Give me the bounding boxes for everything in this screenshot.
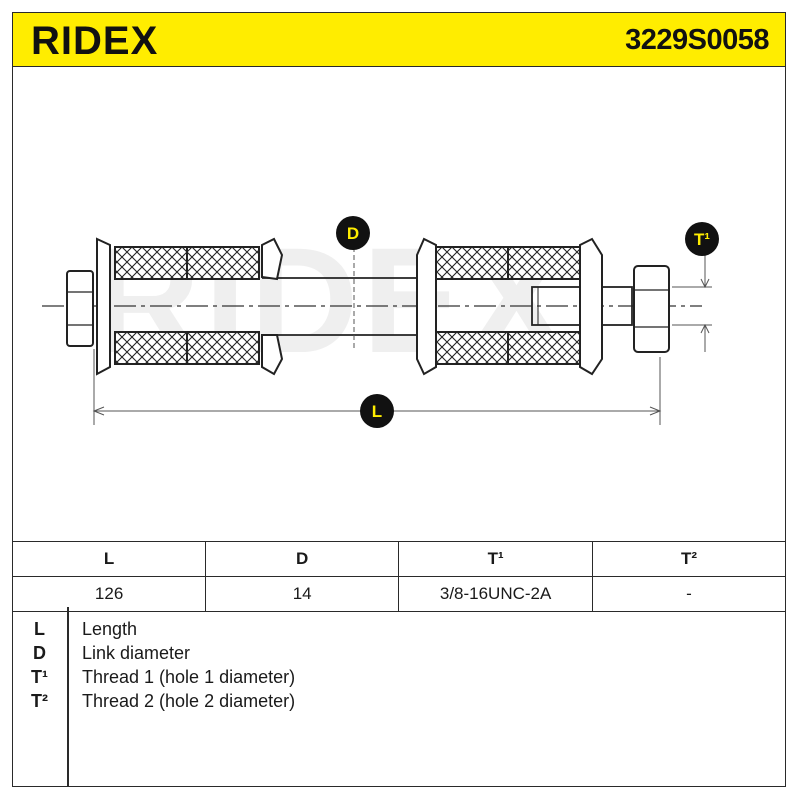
legend-description: Thread 1 (hole 1 diameter) (82, 667, 296, 687)
legend-item: L Length (12, 619, 786, 643)
legend-symbol: T¹ (31, 667, 48, 687)
spec-table: L D T¹ T² 126 14 3/8-16UNC-2A - (11, 541, 786, 612)
legend-symbol: T² (31, 691, 48, 711)
left-hex-head (66, 270, 94, 347)
legend-description: Length (82, 619, 138, 639)
part-number: 3229S0058 (625, 24, 769, 56)
right-hex-nut (633, 265, 670, 353)
legend-symbol: D (33, 643, 46, 663)
ridex-logo: RIDEX (31, 21, 158, 59)
header-t1: T¹ (398, 541, 594, 577)
svg-text:L: L (372, 402, 382, 421)
svg-text:RIDEX: RIDEX (31, 21, 158, 59)
legend: L Length D Link diameter T¹ Thread 1 (ho… (12, 607, 786, 787)
header-d: D (205, 541, 400, 577)
left-bushing-assembly (96, 237, 284, 376)
value-t1: 3/8-16UNC-2A (398, 576, 594, 612)
legend-item: T² Thread 2 (hole 2 diameter) (12, 691, 786, 715)
legend-divider (67, 607, 69, 787)
legend-description: Link diameter (82, 643, 191, 663)
legend-description: Thread 2 (hole 2 diameter) (82, 691, 296, 711)
value-d: 14 (205, 576, 400, 612)
value-l: 126 (11, 576, 207, 612)
technical-drawing: RIDEX (42, 216, 719, 428)
callout-d: D (336, 216, 370, 250)
svg-text:D: D (347, 224, 359, 243)
callout-t1: T¹ (685, 222, 719, 256)
legend-symbol: L (34, 619, 45, 639)
legend-item: T¹ Thread 1 (hole 1 diameter) (12, 667, 786, 691)
svg-text:T¹: T¹ (694, 230, 710, 249)
header-t2: T² (592, 541, 786, 577)
t1-dimension (672, 252, 712, 352)
value-t2: - (592, 576, 786, 612)
right-bushing-assembly (416, 237, 603, 376)
legend-item: D Link diameter (12, 643, 786, 667)
spec-header-row: L D T¹ T² (11, 541, 786, 577)
header-bar: RIDEX 3229S0058 (12, 12, 786, 67)
callout-l: L (360, 394, 394, 428)
header-l: L (11, 541, 207, 577)
spec-value-row: 126 14 3/8-16UNC-2A - (11, 576, 786, 612)
